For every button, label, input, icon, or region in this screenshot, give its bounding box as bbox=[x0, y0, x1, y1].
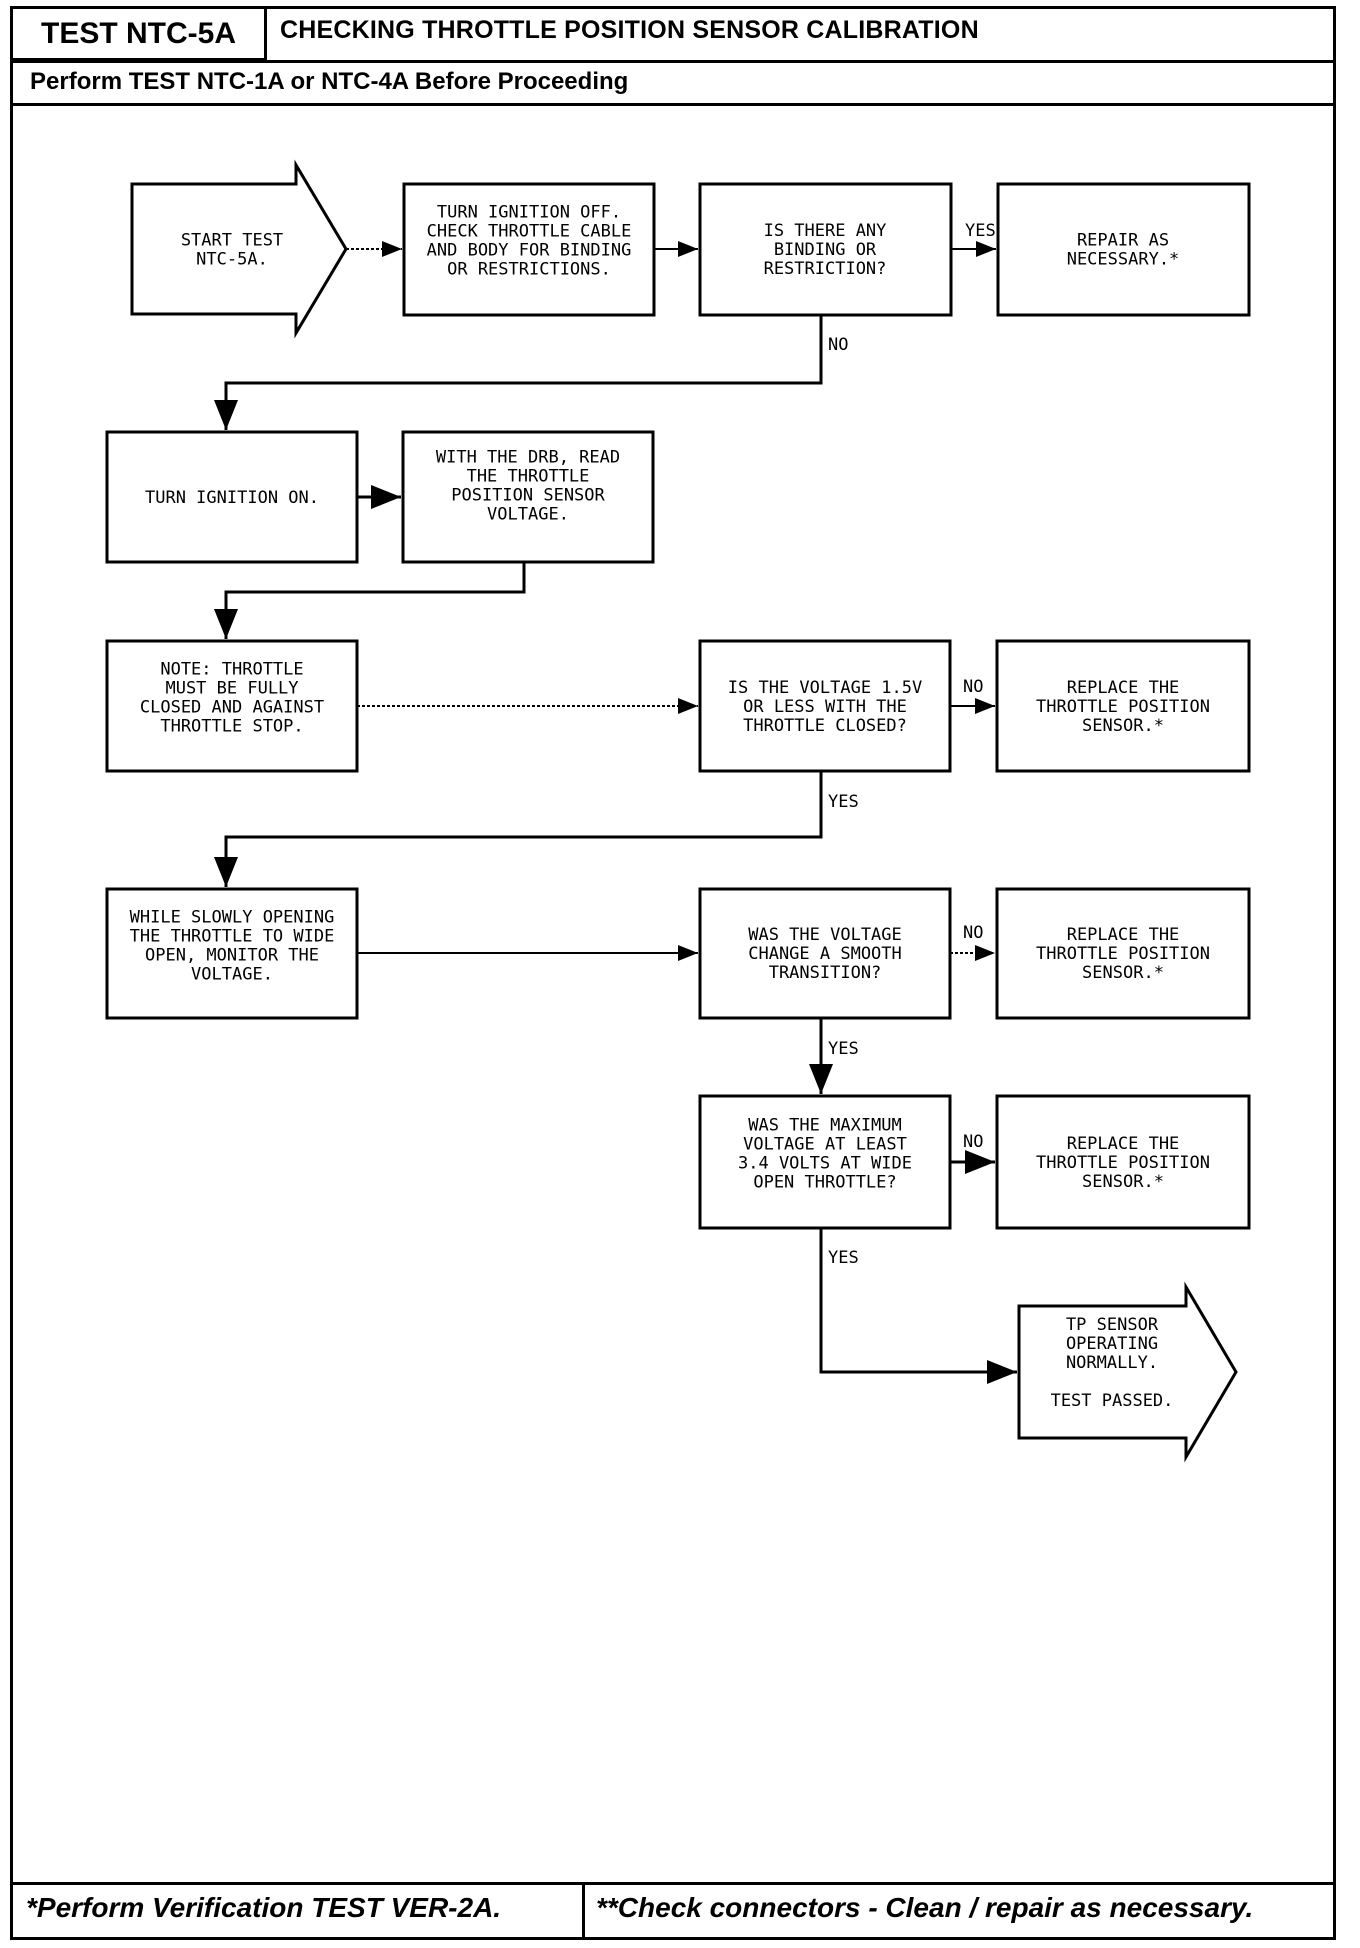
footer-connector-note: **Check connectors - Clean / repair as n… bbox=[596, 1892, 1254, 1923]
check-cable-box bbox=[402, 182, 656, 317]
node-read-tps-line: THE THROTTLE bbox=[467, 467, 590, 487]
node-end-line: NORMALLY. bbox=[1066, 1353, 1158, 1373]
label-no-max: NO bbox=[963, 1132, 983, 1152]
node-check-cable-line: TURN IGNITION OFF. bbox=[437, 203, 621, 223]
node-note-line: THROTTLE STOP. bbox=[160, 717, 303, 737]
node-q-max-line: WAS THE MAXIMUM bbox=[748, 1116, 902, 1136]
edge-binding-no bbox=[214, 315, 823, 430]
node-replace-3-line: THROTTLE POSITION bbox=[1036, 1153, 1210, 1173]
node-q-binding-line: BINDING OR bbox=[774, 240, 877, 260]
node-q-binding-line: RESTRICTION? bbox=[764, 259, 887, 279]
label-yes-max: YES bbox=[828, 1248, 859, 1268]
page-title: CHECKING THROTTLE POSITION SENSOR CALIBR… bbox=[280, 16, 979, 44]
voltage-question-box bbox=[698, 639, 952, 773]
footer-verification-note: *Perform Verification TEST VER-2A. bbox=[26, 1892, 502, 1923]
node-open-throttle-line: OPEN, MONITOR THE bbox=[145, 946, 319, 966]
node-read-tps-line: VOLTAGE. bbox=[487, 505, 569, 525]
node-open-throttle-line: WHILE SLOWLY OPENING bbox=[130, 908, 335, 928]
node-read-tps-line: POSITION SENSOR bbox=[451, 486, 605, 506]
repair-box bbox=[996, 182, 1251, 317]
ignition-on-box bbox=[105, 430, 359, 564]
node-check-cable-line: OR RESTRICTIONS. bbox=[447, 260, 611, 280]
node-note-line: MUST BE FULLY bbox=[165, 679, 298, 699]
node-replace-1-line: REPLACE THE bbox=[1067, 678, 1180, 698]
node-replace-3-line: REPLACE THE bbox=[1067, 1134, 1180, 1154]
node-q-binding-line: IS THERE ANY bbox=[764, 221, 887, 241]
prerequisite-note: Perform TEST NTC-1A or NTC-4A Before Pro… bbox=[30, 68, 629, 95]
node-q-voltage-line: THROTTLE CLOSED? bbox=[743, 716, 907, 736]
node-q-max-line: VOLTAGE AT LEAST bbox=[743, 1135, 907, 1155]
node-replace-1-line: THROTTLE POSITION bbox=[1036, 697, 1210, 717]
label-yes-smooth: YES bbox=[828, 1039, 859, 1059]
node-open-throttle-line: VOLTAGE. bbox=[191, 965, 273, 985]
read-tps-box bbox=[401, 430, 655, 564]
label-yes-binding: YES bbox=[965, 221, 996, 241]
node-q-smooth-line: WAS THE VOLTAGE bbox=[748, 925, 902, 945]
node-q-voltage-line: OR LESS WITH THE bbox=[743, 697, 907, 717]
edge-max-yes bbox=[819, 1228, 1017, 1384]
header-divider bbox=[10, 60, 1336, 63]
node-ignition-on-line: TURN IGNITION ON. bbox=[145, 488, 319, 508]
node-end-line: TEST PASSED. bbox=[1051, 1391, 1174, 1411]
node-read-tps-line: WITH THE DRB, READ bbox=[436, 448, 620, 468]
footer-divider bbox=[10, 1882, 1336, 1885]
label-no-voltage: NO bbox=[963, 677, 983, 697]
page-frame bbox=[10, 6, 1336, 1940]
replace-box-3 bbox=[995, 1094, 1251, 1230]
node-replace-2-line: REPLACE THE bbox=[1067, 925, 1180, 945]
node-end-line: OPERATING bbox=[1066, 1334, 1158, 1354]
node-open-throttle-line: THE THROTTLE TO WIDE bbox=[130, 927, 335, 947]
node-replace-2-line: THROTTLE POSITION bbox=[1036, 944, 1210, 964]
prereq-divider bbox=[10, 103, 1336, 106]
node-note-line: CLOSED AND AGAINST bbox=[140, 698, 324, 718]
max-question-box bbox=[698, 1094, 952, 1230]
node-start-line: START TEST bbox=[181, 231, 283, 251]
node-check-cable-line: CHECK THROTTLE CABLE bbox=[427, 222, 632, 242]
node-end-line: TP SENSOR bbox=[1066, 1315, 1159, 1335]
node-q-voltage-line: IS THE VOLTAGE 1.5V bbox=[728, 678, 922, 698]
replace-box-1 bbox=[995, 639, 1251, 773]
node-note-line: NOTE: THROTTLE bbox=[160, 660, 303, 680]
node-repair-line: NECESSARY.* bbox=[1067, 250, 1180, 270]
footer-separator bbox=[582, 1882, 585, 1940]
label-no-binding: NO bbox=[828, 335, 848, 355]
test-id: TEST NTC-5A bbox=[13, 9, 267, 61]
edge-read-note bbox=[214, 562, 526, 639]
binding-question-box bbox=[698, 182, 953, 317]
node-replace-2-line: SENSOR.* bbox=[1082, 963, 1164, 983]
node-q-smooth-line: CHANGE A SMOOTH bbox=[748, 944, 902, 964]
node-check-cable-line: AND BODY FOR BINDING bbox=[427, 241, 632, 261]
note-box bbox=[105, 639, 359, 773]
node-replace-1-line: SENSOR.* bbox=[1082, 716, 1164, 736]
node-q-max-line: 3.4 VOLTS AT WIDE bbox=[738, 1154, 912, 1174]
open-throttle-box bbox=[105, 887, 359, 1020]
node-q-smooth-line: TRANSITION? bbox=[769, 963, 882, 983]
replace-box-2 bbox=[995, 887, 1251, 1020]
edge-voltage-yes bbox=[214, 771, 823, 887]
node-repair-line: REPAIR AS bbox=[1077, 231, 1169, 251]
end-shape bbox=[1017, 1281, 1238, 1463]
node-q-max-line: OPEN THROTTLE? bbox=[753, 1173, 896, 1193]
label-yes-voltage: YES bbox=[828, 792, 859, 812]
node-start-line: NTC-5A. bbox=[196, 250, 268, 270]
start-shape bbox=[130, 159, 348, 339]
label-no-smooth: NO bbox=[963, 923, 983, 943]
node-replace-3-line: SENSOR.* bbox=[1082, 1172, 1164, 1192]
smooth-question-box bbox=[698, 887, 952, 1020]
